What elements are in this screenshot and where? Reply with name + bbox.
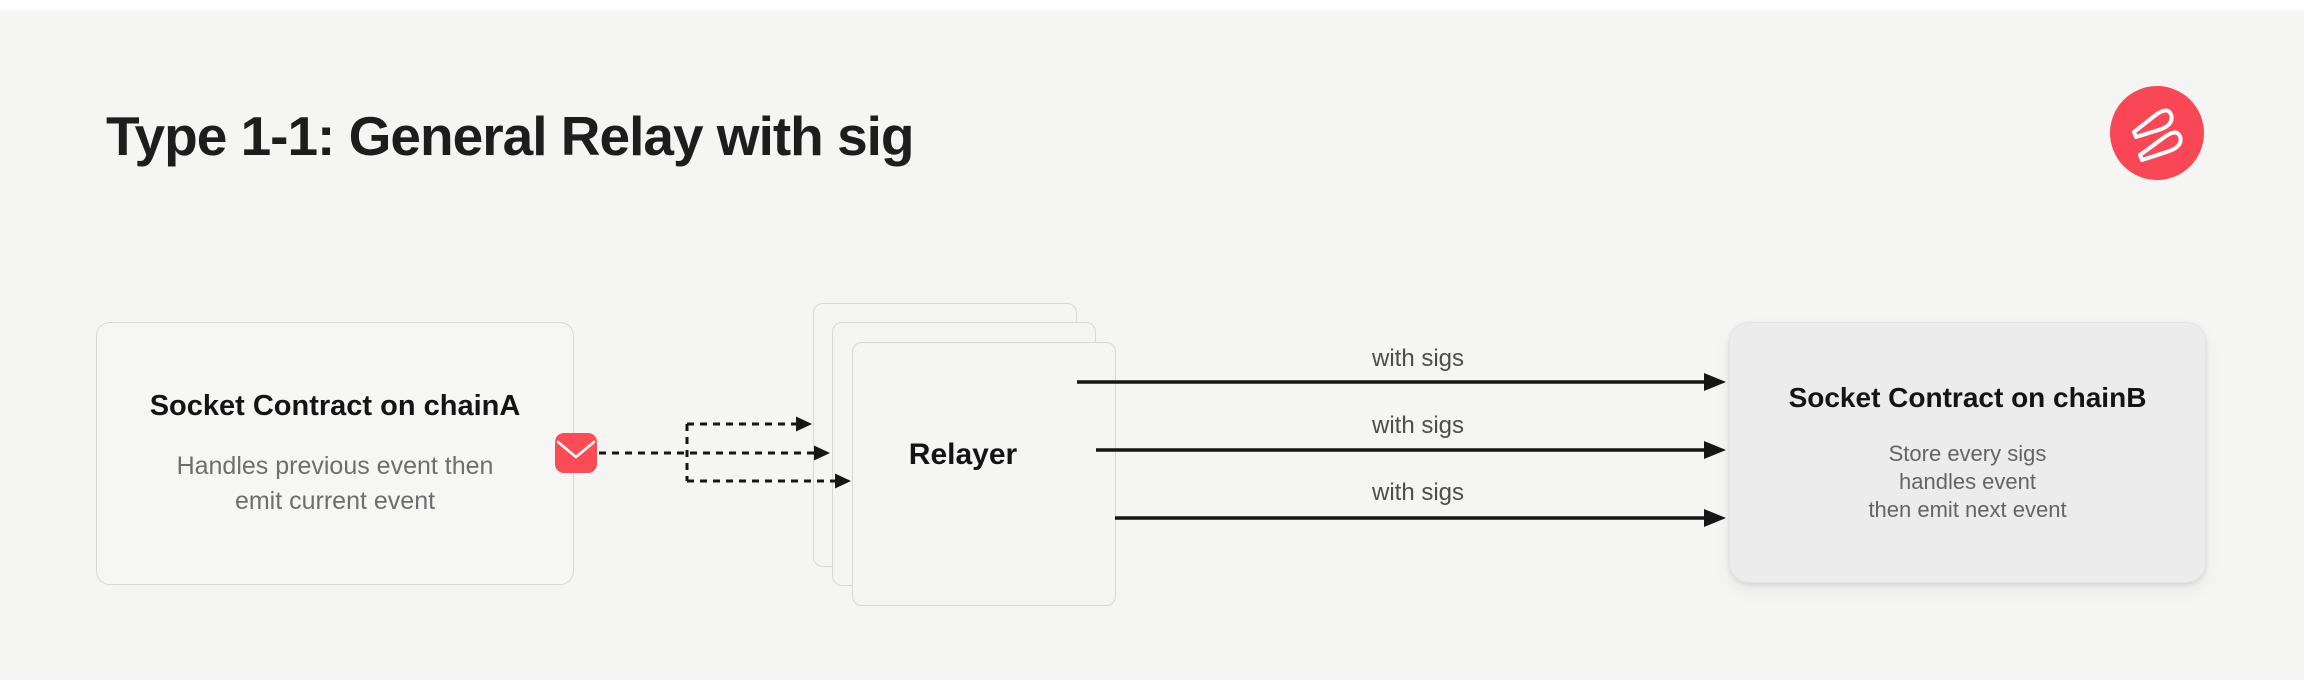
arrow-label-3: with sigs <box>1371 479 1465 506</box>
chain-a-subtitle-line-1: Handles previous event then <box>176 451 494 480</box>
solid-arrowhead-1 <box>1704 373 1726 391</box>
relayer-box-front <box>852 342 1116 606</box>
chain-a-box: Socket Contract on chainA Handles previo… <box>96 322 574 585</box>
page-title: Type 1-1: General Relay with sig <box>106 105 915 167</box>
arrow-label-1: with sigs <box>1371 345 1465 372</box>
solid-arrowhead-3 <box>1704 509 1726 527</box>
chain-b-line-1: Store every sigs <box>1888 440 2047 466</box>
solid-arrowhead-2 <box>1704 441 1726 459</box>
dashed-arrowhead-top <box>796 416 812 432</box>
envelope-icon <box>555 433 597 473</box>
top-strip <box>0 0 2304 10</box>
chain-a-subtitle-line-2: emit current event <box>234 486 436 515</box>
relayer-label: Relayer <box>908 438 1018 471</box>
chain-a-title: Socket Contract on chainA <box>149 389 521 422</box>
chain-b-title: Socket Contract on chainB <box>1788 381 2147 413</box>
b-mark-icon <box>2110 86 2204 180</box>
chain-b-description: Store every sigs handles event then emit… <box>1868 440 2066 524</box>
chain-b-line-3: then emit next event <box>1868 496 2067 522</box>
chain-b-box: Socket Contract on chainB Store every si… <box>1729 322 2206 583</box>
chain-b-line-2: handles event <box>1899 468 2036 494</box>
arrow-label-2: with sigs <box>1371 412 1465 439</box>
brand-logo <box>2110 86 2204 180</box>
chain-a-subtitle: Handles previous event then emit current… <box>177 449 494 519</box>
